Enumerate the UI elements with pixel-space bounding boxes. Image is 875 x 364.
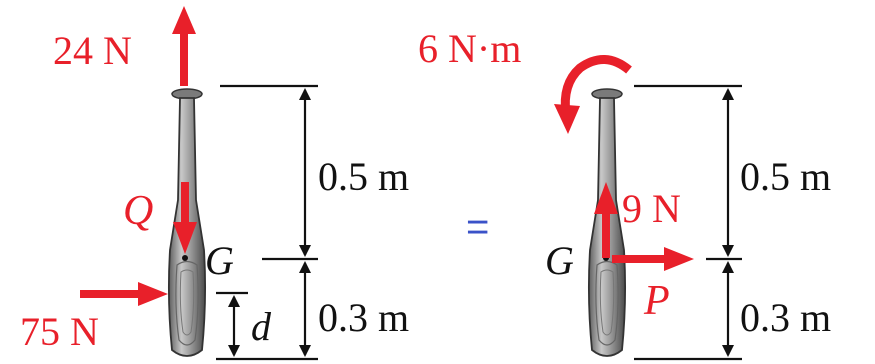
force-p-arrow: [612, 247, 694, 271]
force-75n-arrow: [80, 282, 168, 306]
left-system: 24 N Q 75 N G: [20, 6, 409, 361]
center-of-mass-label-right: G: [545, 238, 574, 283]
dim-lower-right: 0.3 m: [740, 295, 831, 340]
dim-d-label: d: [251, 304, 272, 349]
force-24n-label: 24 N: [53, 28, 132, 73]
moment-6nm-label: 6 N·m: [418, 26, 521, 71]
right-dimensions: [634, 84, 742, 361]
force-24n-arrow: [172, 6, 196, 86]
force-q-arrow: [173, 182, 197, 254]
force-9n-arrow: [594, 182, 618, 258]
force-q-label: Q: [123, 188, 153, 234]
moment-6nm-arrow: [554, 55, 632, 134]
equals-sign: =: [466, 205, 489, 249]
dim-upper-right: 0.5 m: [740, 154, 831, 199]
right-system: 6 N·m 9 N P G 0.5 m 0: [418, 26, 831, 361]
center-of-mass-label-left: G: [205, 238, 234, 283]
force-9n-label: 9 N: [622, 186, 681, 231]
force-75n-label: 75 N: [20, 309, 99, 354]
left-dimensions: [216, 84, 318, 361]
dim-upper-left: 0.5 m: [318, 154, 409, 199]
force-p-label: P: [643, 278, 670, 324]
dim-lower-left: 0.3 m: [318, 295, 409, 340]
